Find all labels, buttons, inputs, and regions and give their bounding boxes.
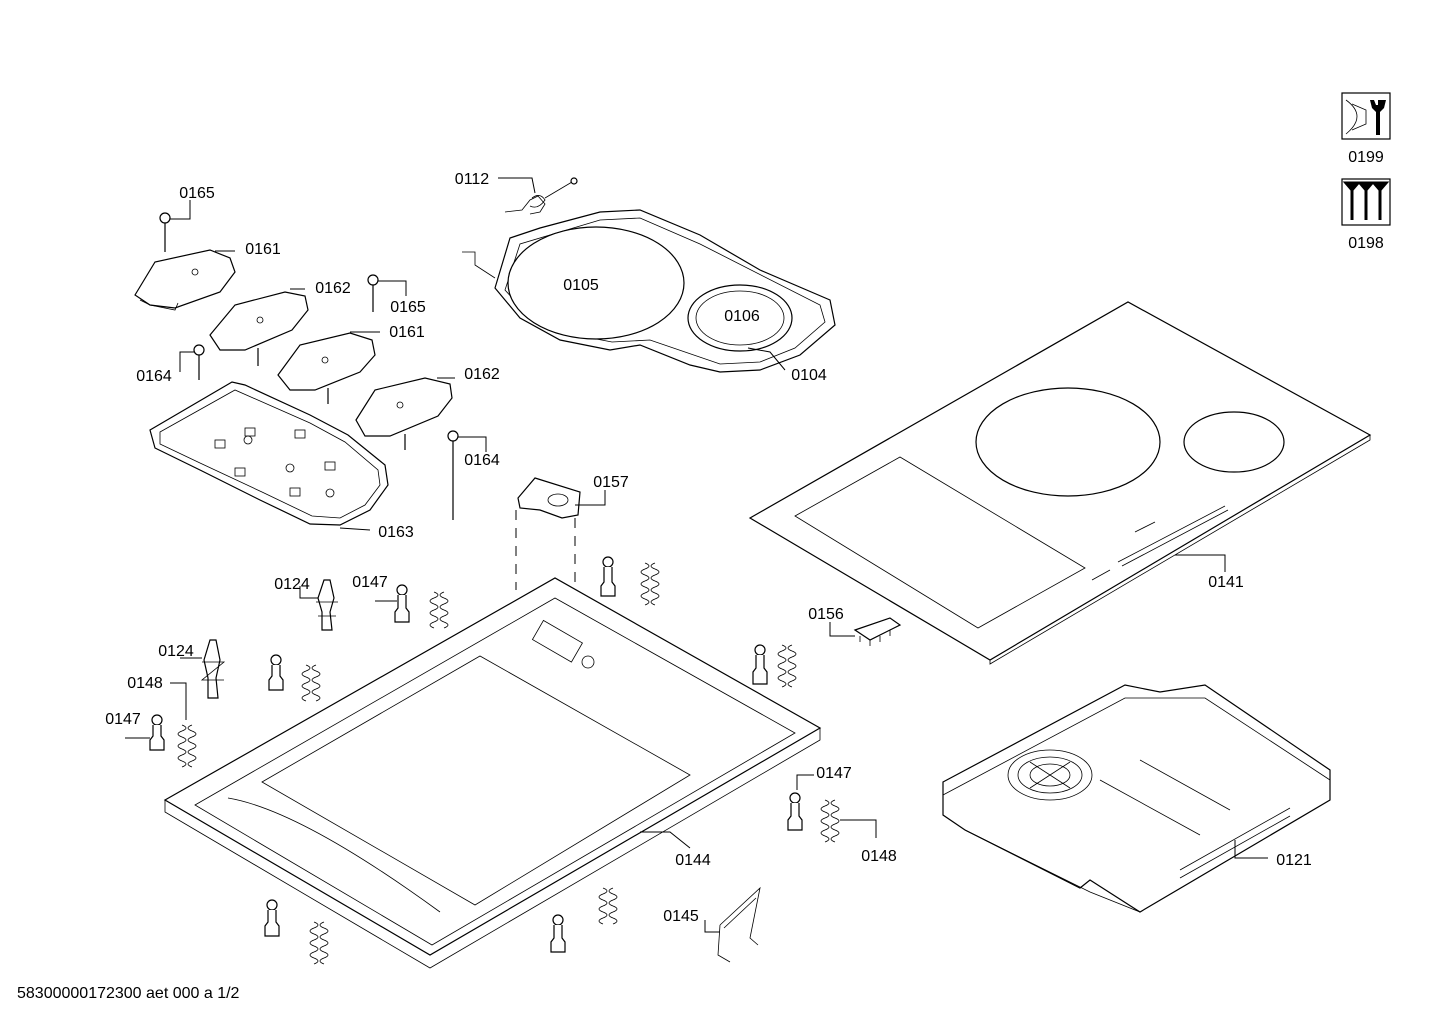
callout-0156: 0156 <box>808 606 844 623</box>
clip-0124-a <box>316 579 338 631</box>
foot-f <box>550 914 566 953</box>
callout-0106: 0106 <box>724 308 760 325</box>
glass-hob-0141 <box>748 301 1372 665</box>
callout-0147-b: 0147 <box>105 711 141 728</box>
foot-0147-b <box>149 714 165 751</box>
callout-0161-a: 0161 <box>245 241 281 258</box>
callout-0104: 0104 <box>791 367 827 384</box>
bracket-0157 <box>517 477 581 519</box>
callout-0157: 0157 <box>593 474 629 491</box>
callout-0141: 0141 <box>1208 574 1244 591</box>
large-coil-part <box>507 226 685 340</box>
spring-c <box>777 644 797 688</box>
small-coil-part <box>687 284 793 352</box>
callout-0165-b: 0165 <box>390 299 426 316</box>
spring-f <box>598 887 618 925</box>
screw-set-label: 0198 <box>1348 235 1384 252</box>
callout-0162-a: 0162 <box>315 280 351 297</box>
spring-0148-b <box>820 799 840 843</box>
pin-0164-b <box>447 430 459 520</box>
callout-0148-b: 0148 <box>861 848 897 865</box>
callout-0144: 0144 <box>675 852 711 869</box>
spring-d <box>301 664 321 702</box>
holder-0162-b <box>355 377 453 450</box>
callout-0147-c: 0147 <box>816 765 852 782</box>
callout-0145: 0145 <box>663 908 699 925</box>
callout-0163: 0163 <box>378 524 414 541</box>
callout-0121: 0121 <box>1276 852 1312 869</box>
callout-0148-a: 0148 <box>127 675 163 692</box>
foot-0147-a <box>394 584 410 623</box>
holder-0161-b <box>277 332 376 404</box>
foot-e <box>264 899 280 937</box>
pin-0165-top <box>159 212 171 252</box>
spring-a <box>429 591 449 629</box>
spring-b <box>640 562 660 606</box>
callout-0162-b: 0162 <box>464 366 500 383</box>
service-kit-label: 0199 <box>1348 149 1384 166</box>
foot-c <box>752 644 768 685</box>
screws-icon <box>1341 178 1391 226</box>
callout-0165-a: 0165 <box>179 185 215 202</box>
spring-e <box>309 921 329 965</box>
wrench-kit-icon <box>1341 92 1391 140</box>
holder-0161-a <box>134 249 236 311</box>
callout-0105: 0105 <box>563 277 599 294</box>
support-plate-0163 <box>149 381 389 526</box>
sensor-part <box>504 177 578 215</box>
callout-0124-a: 0124 <box>274 576 310 593</box>
pin-0164-a <box>193 344 205 380</box>
callout-0164-a: 0164 <box>136 368 172 385</box>
callout-0161-b: 0161 <box>389 324 425 341</box>
base-housing-0121 <box>942 684 1331 913</box>
callout-0112: 0112 <box>455 171 490 188</box>
pin-0165-b <box>367 274 379 312</box>
document-id: 58300000172300 aet 000 a 1/2 <box>17 985 240 1002</box>
clip-0124-b <box>200 639 226 699</box>
holder-0162-a <box>209 291 309 366</box>
callout-0147-a: 0147 <box>352 574 388 591</box>
frame-0144 <box>163 577 822 969</box>
foot-0147-c <box>787 792 803 831</box>
spring-0148-a <box>177 724 197 768</box>
foot-d <box>268 654 284 691</box>
bracket-0145 <box>717 886 761 963</box>
callout-0164-b: 0164 <box>464 452 500 469</box>
connector-0156 <box>853 617 902 646</box>
foot-b <box>600 556 616 597</box>
callout-0124-b: 0124 <box>158 643 194 660</box>
